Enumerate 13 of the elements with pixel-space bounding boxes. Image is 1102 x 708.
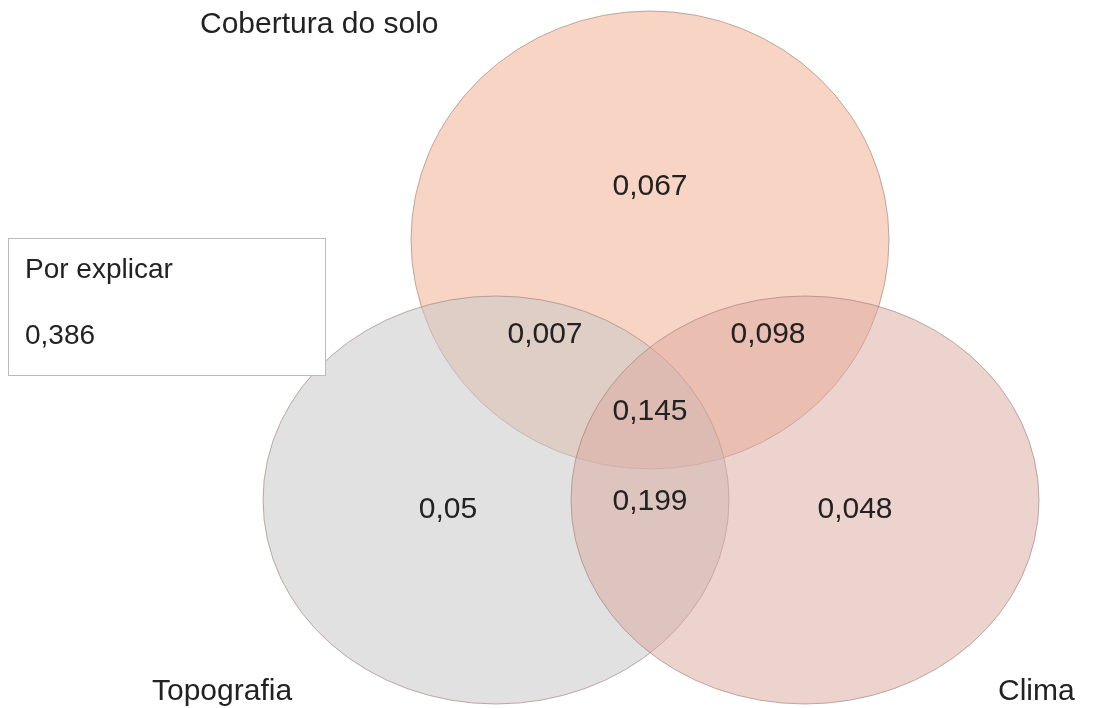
box-title: Por explicar — [25, 253, 173, 285]
category-label: Clima — [998, 673, 1075, 707]
category-label: Cobertura do solo — [200, 6, 439, 40]
value-label: 0,098 — [730, 316, 806, 350]
value-label: 0,007 — [507, 316, 583, 350]
value-label: 0,386 — [25, 319, 96, 351]
category-label: Topografia — [152, 673, 293, 707]
value-label: 0,145 — [612, 393, 688, 427]
value-label: 0,048 — [817, 491, 893, 525]
value-label: 0,05 — [418, 491, 478, 525]
legend-box — [8, 238, 326, 376]
value-label: 0,199 — [612, 483, 688, 517]
value-label: 0,067 — [612, 168, 688, 202]
